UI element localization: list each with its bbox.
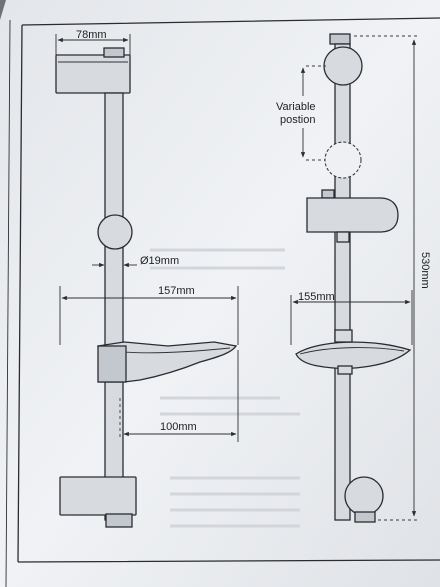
bracket-width-label: 78mm (76, 29, 107, 41)
total-height-label: 530mm (419, 252, 431, 289)
soap-dish-clamp (97, 345, 127, 383)
bottom-bracket (59, 476, 137, 516)
variable-label-line1: Variable (276, 101, 316, 113)
right-bottom-cap (354, 511, 376, 523)
soap-dish-depth-label: 100mm (160, 421, 197, 433)
soap-dish-side (97, 341, 238, 383)
left-rail (104, 92, 124, 521)
soap-dish-base-ring (337, 365, 353, 375)
left-margin-line (5, 19, 11, 587)
right-bottom-ball (344, 476, 384, 516)
left-view: 78mm Ø19mm 157mm 100mm (55, 29, 239, 528)
soap-dish-front-rim (299, 347, 405, 355)
slider-lower-ring (336, 231, 350, 243)
right-soap-dish-width-label: 155mm (298, 291, 335, 303)
top-bracket-screw (103, 47, 125, 58)
right-top-cap (329, 33, 351, 45)
right-top-ball (323, 46, 363, 86)
top-bracket (55, 54, 131, 94)
soap-dish-collar (334, 329, 353, 343)
rail-ball (97, 214, 133, 250)
page-border (17, 17, 440, 563)
slider-block (306, 197, 399, 233)
variable-label-line2: postion (280, 114, 315, 126)
soap-dish-width-label: 157mm (158, 285, 195, 297)
right-view: Variable postion 155mm 530mm (276, 33, 431, 523)
bottom-bracket-screw (105, 513, 133, 528)
slider-button (321, 189, 335, 199)
variable-ball-ghost (324, 141, 362, 179)
soap-dish-inner (123, 347, 231, 354)
show-through-lines (150, 248, 300, 528)
rail-diameter-label: Ø19mm (140, 255, 179, 267)
right-rail (334, 43, 351, 521)
